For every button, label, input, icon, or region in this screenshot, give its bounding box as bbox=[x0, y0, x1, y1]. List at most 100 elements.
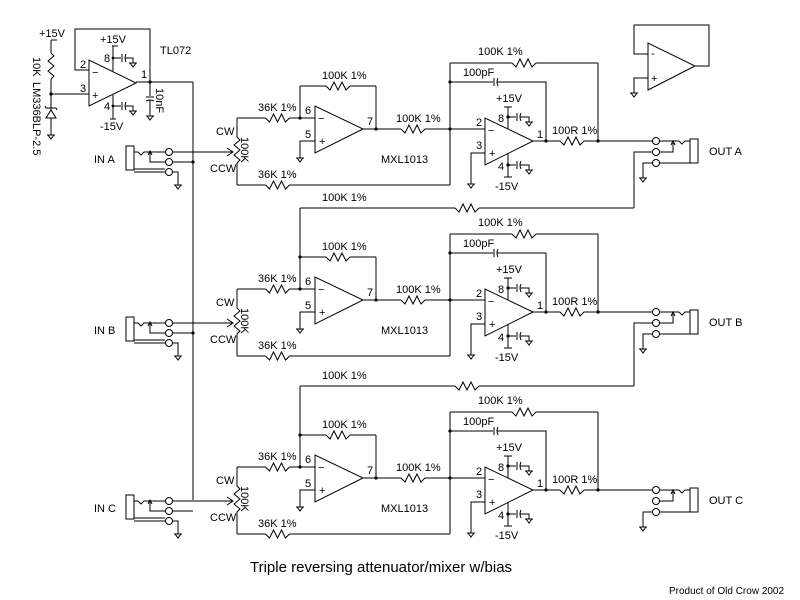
plus-sign: + bbox=[651, 73, 657, 85]
jack-terminal-icon bbox=[165, 148, 173, 156]
jack-body-icon bbox=[689, 309, 699, 335]
output-resistor bbox=[559, 306, 585, 318]
jack-terminal-icon bbox=[165, 319, 173, 327]
switch-arrow-icon bbox=[670, 310, 676, 317]
ground-icon bbox=[525, 470, 533, 476]
jack-terminal-icon bbox=[165, 158, 173, 166]
wire bbox=[520, 465, 530, 471]
output-jack[interactable] bbox=[652, 137, 699, 167]
pot-cw-label: CW bbox=[216, 126, 235, 138]
ground-icon bbox=[129, 110, 137, 116]
ground-icon bbox=[525, 169, 533, 175]
tl072-opamp-icon bbox=[88, 59, 138, 107]
ground-icon bbox=[146, 115, 154, 121]
ground-icon bbox=[296, 506, 304, 512]
unused-opamp-icon bbox=[647, 42, 697, 91]
input-resistor-top bbox=[265, 283, 290, 295]
pot-value-label: 100K bbox=[238, 137, 250, 163]
wire bbox=[149, 323, 165, 334]
jack-terminal-icon bbox=[652, 137, 660, 145]
stage1-opamp-label: MXL1013 bbox=[381, 325, 428, 337]
output-jack-label: OUT B bbox=[709, 317, 742, 329]
wire bbox=[520, 287, 530, 293]
input-resistor-top-label: 36K 1% bbox=[258, 451, 297, 463]
wiper-arrow-icon bbox=[226, 147, 234, 157]
stage2-pin-out: 1 bbox=[537, 300, 543, 312]
input-jack[interactable] bbox=[125, 145, 173, 176]
jack-body-icon bbox=[125, 494, 135, 520]
stage1-opamp-label: MXL1013 bbox=[381, 154, 428, 166]
tl072-pin-vplus: 8 bbox=[104, 53, 110, 65]
wire bbox=[633, 151, 652, 208]
plus-sign: + bbox=[319, 136, 325, 148]
stage2-feedback-capacitor-label: 100pF bbox=[463, 67, 494, 79]
stage2-pin-noninv: 3 bbox=[476, 140, 482, 152]
wire bbox=[633, 322, 652, 386]
diode-bar bbox=[44, 105, 58, 111]
wire bbox=[125, 105, 134, 111]
stage2-opamp-icon bbox=[484, 288, 535, 337]
plus-sign: + bbox=[319, 485, 325, 497]
ground-icon bbox=[525, 121, 533, 127]
switch-arrow-icon bbox=[147, 320, 153, 327]
stage2-pin-vplus: 8 bbox=[498, 462, 504, 474]
ground-icon bbox=[525, 518, 533, 524]
input-resistor-top-label: 36K 1% bbox=[258, 273, 297, 285]
mix-resistor bbox=[454, 380, 480, 392]
jack-switch-contact bbox=[678, 311, 690, 316]
stage1-pin-noninv: 5 bbox=[305, 300, 311, 312]
potentiometer-icon[interactable] bbox=[233, 467, 241, 534]
stage1-opamp-label: MXL1013 bbox=[381, 503, 428, 515]
wire bbox=[497, 430, 547, 490]
jack-terminal-icon bbox=[165, 497, 173, 505]
wire bbox=[149, 501, 165, 512]
input-resistor-bottom-label: 36K 1% bbox=[258, 518, 297, 530]
pot-ccw-label: CCW bbox=[210, 512, 237, 524]
stage1-opamp-icon bbox=[314, 276, 365, 325]
jack-terminal-icon bbox=[652, 486, 660, 494]
stage1-feedback-resistor bbox=[325, 251, 351, 263]
minus-sign: - bbox=[651, 48, 655, 60]
ground-icon bbox=[467, 354, 475, 360]
tl072-pos-supply: +15V bbox=[100, 34, 127, 46]
wiper-arrow-icon bbox=[226, 496, 234, 506]
input-jack[interactable] bbox=[125, 494, 173, 525]
minus-sign: − bbox=[92, 67, 98, 79]
jack-switch-contact bbox=[134, 500, 151, 505]
ground-icon bbox=[47, 134, 55, 140]
wire bbox=[299, 311, 315, 329]
mix-resistor-label: 100K 1% bbox=[322, 370, 367, 382]
input-jack[interactable] bbox=[125, 316, 173, 347]
stage1-feedback-label: 100K 1% bbox=[322, 70, 367, 82]
stage2-pos-supply: +15V bbox=[496, 442, 523, 454]
stage2-feedback-capacitor-label: 100pF bbox=[463, 416, 494, 428]
pot-cw-label: CW bbox=[216, 297, 235, 309]
potentiometer-icon[interactable] bbox=[233, 289, 241, 356]
stage1-feedback-label: 100K 1% bbox=[322, 241, 367, 253]
output-jack[interactable] bbox=[652, 308, 699, 338]
wire bbox=[633, 77, 648, 93]
stage1-feedback-label: 100K 1% bbox=[322, 419, 367, 431]
jack-terminal-icon bbox=[652, 308, 660, 316]
output-jack[interactable] bbox=[652, 486, 699, 516]
jack-switch-contact bbox=[134, 151, 151, 156]
ground-icon bbox=[639, 348, 647, 354]
stage2-opamp-icon bbox=[484, 466, 535, 515]
junction bbox=[298, 255, 302, 259]
stage2-feedback-resistor bbox=[511, 406, 537, 418]
ground-icon bbox=[129, 62, 137, 68]
stage2-feedback-capacitor-label: 100pF bbox=[463, 238, 494, 250]
bias-resistor bbox=[47, 52, 55, 80]
potentiometer-icon[interactable] bbox=[233, 118, 241, 185]
minus-sign: − bbox=[318, 462, 324, 474]
plus-sign: + bbox=[319, 307, 325, 319]
switch-arrow-icon bbox=[670, 139, 676, 146]
stage2-pos-supply: +15V bbox=[496, 93, 523, 105]
output-jack-label: OUT A bbox=[709, 146, 742, 158]
input-jack-label: IN C bbox=[94, 503, 116, 515]
wire bbox=[660, 143, 674, 153]
ground-icon bbox=[296, 157, 304, 163]
wire bbox=[470, 152, 485, 184]
